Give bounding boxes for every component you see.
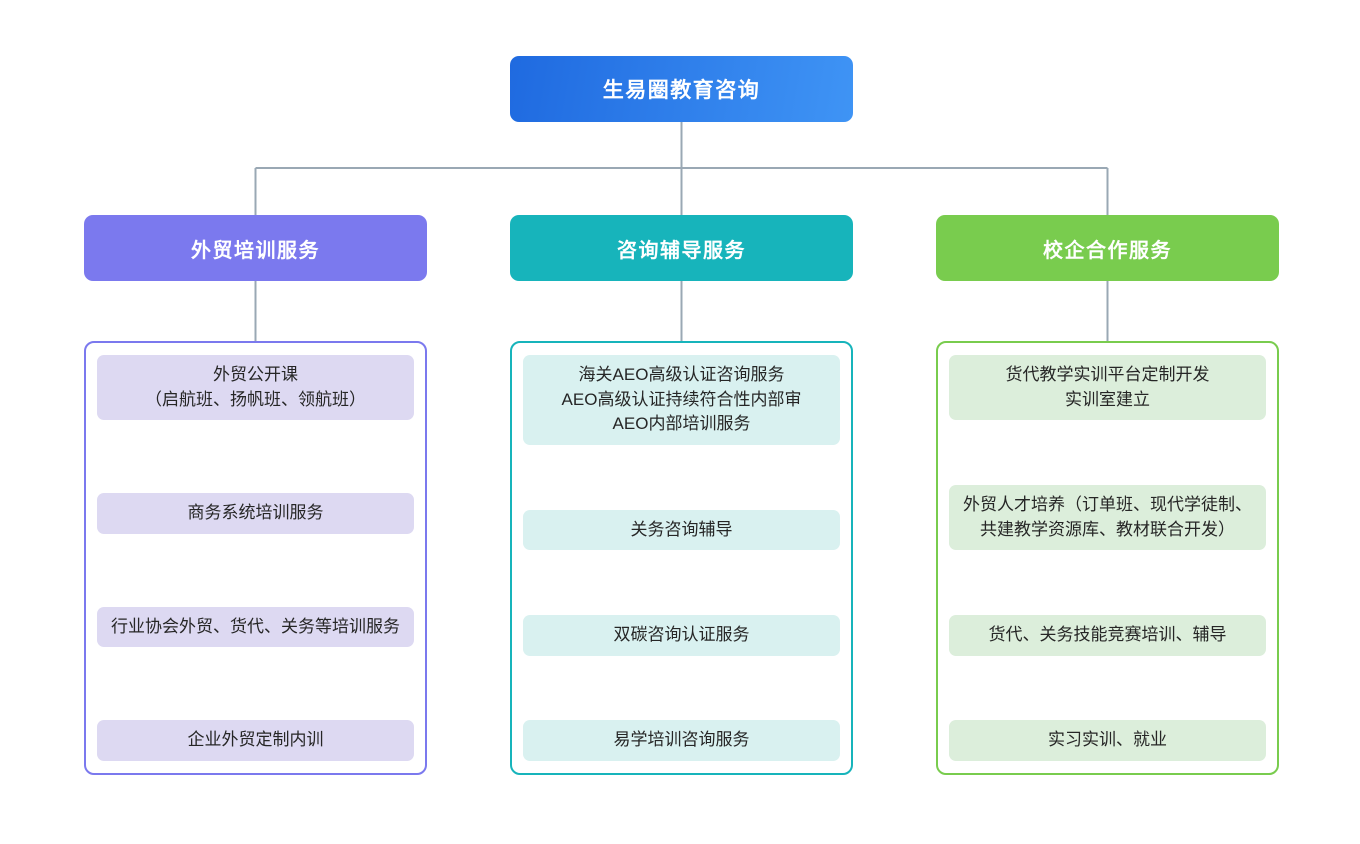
column-panel-school-enterprise-cooperation: 货代教学实训平台定制开发 实训室建立 外贸人才培养（订单班、现代学徒制、共建教学… bbox=[936, 341, 1279, 775]
service-card[interactable]: 货代教学实训平台定制开发 实训室建立 bbox=[949, 355, 1266, 421]
column-consulting-coaching: 咨询辅导服务 海关AEO高级认证咨询服务 AEO高级认证持续符合性内部审 AEO… bbox=[510, 215, 853, 775]
column-panel-foreign-trade-training: 外贸公开课 （启航班、扬帆班、领航班） 商务系统培训服务 行业协会外贸、货代、关… bbox=[84, 341, 427, 775]
column-header-label: 咨询辅导服务 bbox=[617, 239, 746, 262]
service-card[interactable]: 商务系统培训服务 bbox=[97, 493, 414, 534]
column-foreign-trade-training: 外贸培训服务 外贸公开课 （启航班、扬帆班、领航班） 商务系统培训服务 行业协会… bbox=[84, 215, 427, 775]
service-card[interactable]: 外贸公开课 （启航班、扬帆班、领航班） bbox=[97, 355, 414, 421]
root-node[interactable]: 生易圈教育咨询 bbox=[510, 56, 853, 122]
service-card[interactable]: 货代、关务技能竞赛培训、辅导 bbox=[949, 615, 1266, 656]
column-header-school-enterprise-cooperation[interactable]: 校企合作服务 bbox=[936, 215, 1279, 281]
service-card[interactable]: 关务咨询辅导 bbox=[523, 509, 840, 551]
service-card[interactable]: 海关AEO高级认证咨询服务 AEO高级认证持续符合性内部审 AEO内部培训服务 bbox=[523, 355, 840, 445]
root-node-label: 生易圈教育咨询 bbox=[602, 79, 761, 102]
column-panel-consulting-coaching: 海关AEO高级认证咨询服务 AEO高级认证持续符合性内部审 AEO内部培训服务 … bbox=[510, 341, 853, 775]
column-header-label: 校企合作服务 bbox=[1043, 239, 1172, 262]
column-header-label: 外贸培训服务 bbox=[191, 239, 320, 262]
service-card[interactable]: 双碳咨询认证服务 bbox=[523, 615, 840, 656]
service-card[interactable]: 实习实训、就业 bbox=[949, 720, 1266, 761]
service-card[interactable]: 外贸人才培养（订单班、现代学徒制、共建教学资源库、教材联合开发） bbox=[949, 485, 1266, 551]
service-card[interactable]: 易学培训咨询服务 bbox=[523, 720, 840, 761]
column-header-foreign-trade-training[interactable]: 外贸培训服务 bbox=[84, 215, 427, 281]
service-card[interactable]: 企业外贸定制内训 bbox=[97, 720, 414, 761]
column-school-enterprise-cooperation: 校企合作服务 货代教学实训平台定制开发 实训室建立 外贸人才培养（订单班、现代学… bbox=[936, 215, 1279, 775]
service-card[interactable]: 行业协会外贸、货代、关务等培训服务 bbox=[97, 606, 414, 648]
column-header-consulting-coaching[interactable]: 咨询辅导服务 bbox=[510, 215, 853, 281]
